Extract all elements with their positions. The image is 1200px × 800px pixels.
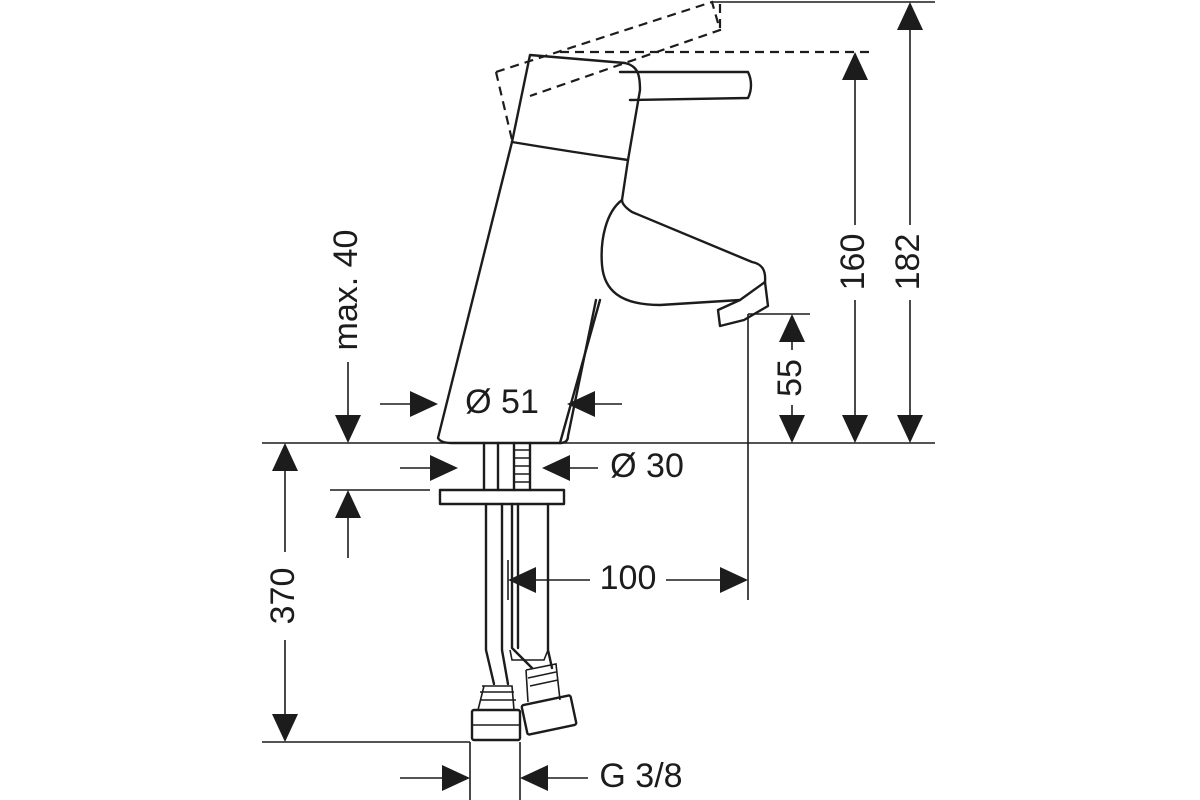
- dimension-dia-30: Ø 30: [400, 447, 684, 485]
- arrow-up-icon: [335, 490, 361, 518]
- hose-joint: [509, 649, 549, 661]
- arrow-left-icon: [520, 765, 548, 791]
- mounting-washer: [438, 488, 566, 506]
- hose-nut-right: [520, 694, 578, 736]
- label-thread: G 3/8: [599, 757, 682, 795]
- label-370: 370: [264, 568, 302, 625]
- faucet-outline: [436, 0, 870, 445]
- label-dia-30: Ø 30: [610, 447, 684, 485]
- arrow-right-icon: [410, 391, 438, 417]
- dimension-55: 55: [771, 314, 809, 443]
- mounting-assembly: [438, 441, 578, 742]
- shank-thread-marks: [514, 449, 530, 483]
- lever-open-position-dashed: [494, 0, 870, 141]
- hose-nut-right-detail: [525, 663, 561, 703]
- aerator: [716, 280, 770, 328]
- dimension-182: 182: [889, 2, 927, 443]
- arrow-left-icon: [567, 391, 595, 417]
- arrow-right-icon: [720, 567, 748, 593]
- arrow-right-icon: [430, 455, 458, 481]
- arrow-up-icon: [897, 2, 923, 30]
- arrow-down-icon: [272, 714, 298, 742]
- dimension-thread-g38: G 3/8: [400, 757, 683, 795]
- handle-cap: [510, 53, 642, 162]
- label-dia-51: Ø 51: [465, 383, 539, 421]
- dimension-dia-51: Ø 51: [380, 383, 622, 421]
- label-max-40: max. 40: [327, 230, 365, 351]
- arrow-down-icon: [897, 415, 923, 443]
- arrow-up-icon: [842, 52, 868, 80]
- body-front-line: [558, 298, 602, 445]
- arrow-left-icon: [508, 567, 536, 593]
- threaded-shank-left: [482, 441, 500, 492]
- arrow-up-icon: [779, 314, 805, 342]
- hose-nut-left-detail: [472, 685, 520, 726]
- arrow-down-icon: [842, 415, 868, 443]
- supply-hose-left: [484, 502, 510, 686]
- arrow-up-icon: [272, 443, 298, 471]
- dimension-160: 160: [834, 52, 872, 443]
- arrow-left-icon: [542, 455, 570, 481]
- reference-lines: [262, 1, 935, 800]
- label-100: 100: [600, 559, 657, 597]
- arrow-right-icon: [442, 765, 470, 791]
- spout: [600, 198, 767, 307]
- label-182: 182: [889, 234, 927, 291]
- dimension-max-40: max. 40: [327, 230, 365, 558]
- label-55: 55: [771, 359, 809, 397]
- dimension-100: 100: [508, 559, 748, 597]
- label-160: 160: [834, 234, 872, 291]
- lever: [618, 70, 753, 102]
- dimension-370: 370: [264, 443, 302, 742]
- arrow-down-icon: [779, 415, 805, 443]
- arrow-down-icon: [335, 415, 361, 443]
